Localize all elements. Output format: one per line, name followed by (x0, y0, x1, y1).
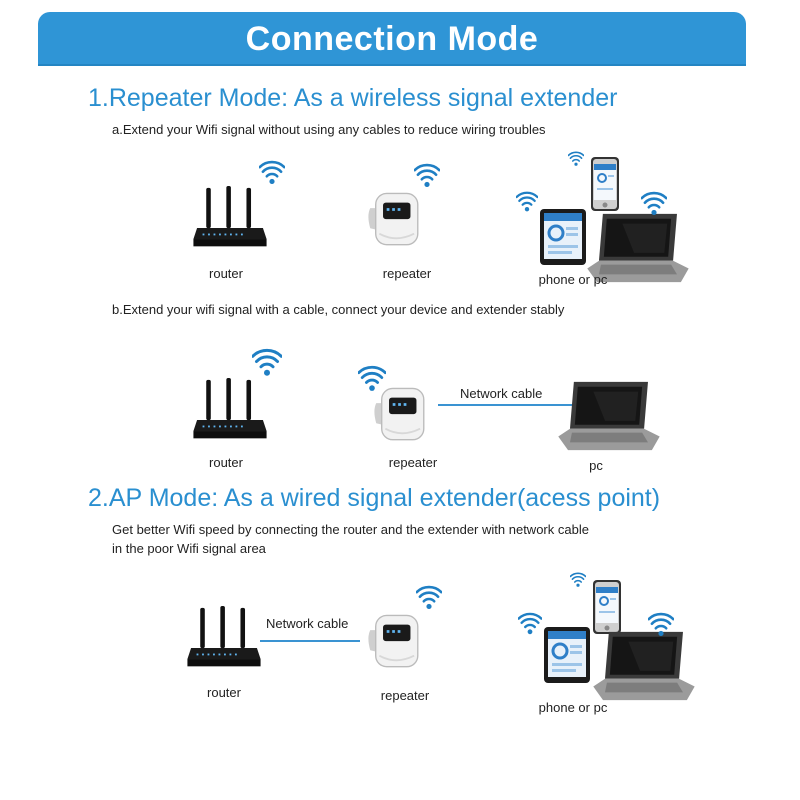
router-icon (192, 378, 268, 442)
laptop-icon (554, 378, 662, 456)
ap-mode-heading: 2.AP Mode: As a wired signal extender(ac… (88, 484, 661, 512)
page-title: Connection Mode (245, 20, 539, 58)
router-label: router (209, 266, 243, 281)
repeater-icon (366, 610, 422, 674)
network-cable-label: Network cable (266, 616, 349, 631)
repeater-mode-heading: 1.Repeater Mode: As a wireless signal ex… (88, 84, 618, 112)
wifi-signal-icon (358, 365, 386, 393)
header-banner: Connection Mode (38, 12, 746, 64)
router-icon (192, 186, 268, 250)
repeater-label: repeater (380, 688, 430, 703)
wifi-signal-icon (516, 191, 538, 213)
smartphone-icon (590, 155, 620, 213)
wifi-signal-icon (568, 151, 584, 167)
repeater-mode-a-description: a.Extend your Wifi signal without using … (112, 122, 546, 137)
wifi-signal-icon (648, 612, 674, 638)
tablet-icon (538, 207, 588, 267)
devices-label: phone or pc (538, 272, 608, 287)
network-cable-line (438, 404, 580, 406)
wifi-signal-icon (570, 572, 586, 588)
ap-mode-description-line1: Get better Wifi speed by connecting the … (112, 522, 589, 537)
wifi-signal-icon (641, 191, 667, 217)
router-label: router (209, 455, 243, 470)
network-cable-line (260, 640, 360, 642)
laptop-icon (588, 628, 698, 706)
devices-label: phone or pc (538, 700, 608, 715)
tablet-icon (542, 624, 592, 686)
wifi-signal-icon (416, 585, 442, 611)
wifi-signal-icon (252, 348, 282, 378)
pc-label: pc (589, 458, 603, 473)
router-icon (186, 606, 262, 670)
wifi-signal-icon (414, 163, 440, 189)
wifi-signal-icon (518, 612, 542, 636)
wifi-signal-icon (259, 160, 285, 186)
repeater-label: repeater (388, 455, 438, 470)
router-label: router (207, 685, 241, 700)
ap-mode-description-line2: in the poor Wifi signal area (112, 541, 266, 556)
repeater-label: repeater (382, 266, 432, 281)
network-cable-label: Network cable (460, 386, 543, 401)
repeater-icon (366, 188, 422, 252)
repeater-mode-b-description: b.Extend your wifi signal with a cable, … (112, 302, 565, 317)
